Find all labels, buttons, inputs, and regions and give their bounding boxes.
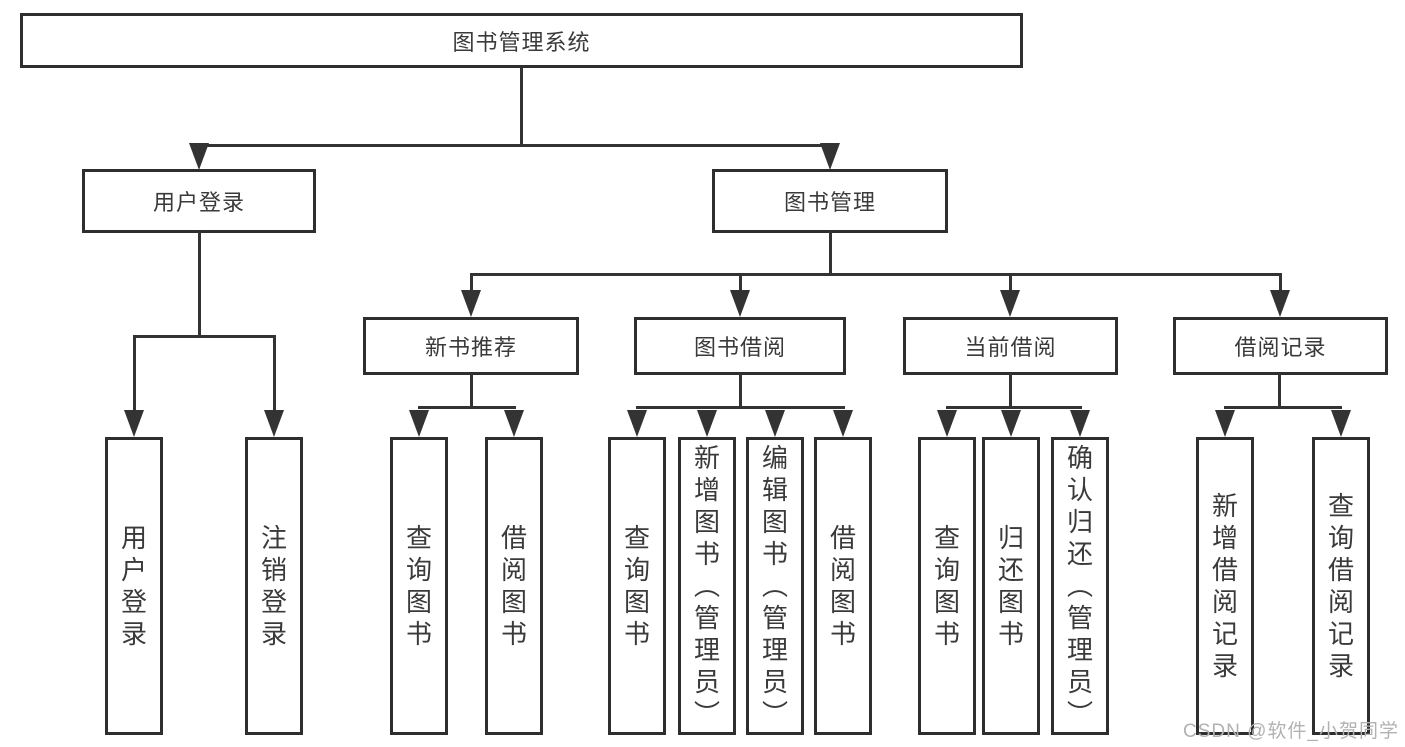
arrowhead	[1000, 290, 1020, 317]
arrowhead	[765, 410, 785, 437]
leaf-current-query-books: 查 询 图 书	[918, 437, 976, 735]
leaf-records-query-record: 查 询 借 阅 记 录	[1312, 437, 1370, 735]
leaf-current-confirm-return-admin: 确 认 归 还 ︵ 管 理 员 ︶	[1051, 437, 1109, 735]
node-user-login-branch: 用户登录	[82, 169, 316, 233]
arrowhead	[833, 410, 853, 437]
node-book-management: 图书管理	[712, 169, 948, 233]
arrowhead	[124, 410, 144, 437]
leaf-borrow-edit-books-admin: 编 辑 图 书 ︵ 管 理 员 ︶	[746, 437, 804, 735]
connector-line	[1009, 373, 1012, 408]
arrowhead	[409, 410, 429, 437]
node-borrow-records: 借阅记录	[1173, 317, 1388, 375]
arrowhead	[1215, 410, 1235, 437]
connector-line	[1009, 273, 1012, 293]
watermark: CSDN @软件_小贺同学	[1183, 721, 1399, 742]
leaf-records-add-record: 新 增 借 阅 记 录	[1196, 437, 1254, 735]
connector-line	[739, 373, 742, 408]
connector-line	[1224, 406, 1342, 409]
connector-line	[1278, 373, 1281, 408]
arrowhead	[820, 143, 840, 170]
connector-line	[198, 231, 201, 337]
connector-line	[520, 68, 523, 146]
leaf-current-return-books: 归 还 图 书	[982, 437, 1040, 735]
arrowhead	[627, 410, 647, 437]
arrowhead	[1331, 410, 1351, 437]
connector-line	[829, 231, 832, 276]
node-new-book-recommend: 新书推荐	[363, 317, 579, 375]
arrowhead	[697, 410, 717, 437]
arrowhead	[1001, 410, 1021, 437]
connector-line	[133, 335, 136, 413]
arrowhead	[1070, 410, 1090, 437]
leaf-recommend-query-books: 查 询 图 书	[390, 437, 448, 735]
connector-line	[946, 406, 1082, 409]
connector-line	[198, 144, 832, 147]
connector-line	[418, 406, 516, 409]
arrowhead	[264, 410, 284, 437]
connector-line	[1279, 273, 1282, 293]
arrowhead	[504, 410, 524, 437]
leaf-user-logout: 注 销 登 录	[245, 437, 303, 735]
connector-line	[470, 273, 473, 293]
connector-line	[470, 373, 473, 408]
leaf-user-login: 用 户 登 录	[105, 437, 163, 735]
arrowhead	[189, 143, 209, 170]
node-book-borrow: 图书借阅	[634, 317, 846, 375]
leaf-borrow-lend-books: 借 阅 图 书	[814, 437, 872, 735]
connector-line	[273, 335, 276, 413]
node-current-borrow: 当前借阅	[903, 317, 1118, 375]
connector-line	[636, 406, 845, 409]
arrowhead	[937, 410, 957, 437]
leaf-recommend-borrow-books: 借 阅 图 书	[485, 437, 543, 735]
leaf-borrow-query-books: 查 询 图 书	[608, 437, 666, 735]
arrowhead	[461, 290, 481, 317]
node-library-management-system: 图书管理系统	[20, 13, 1023, 68]
connector-line	[739, 273, 742, 293]
connector-line	[470, 273, 1282, 276]
arrowhead	[1270, 290, 1290, 317]
connector-line	[133, 335, 276, 338]
arrowhead	[730, 290, 750, 317]
leaf-borrow-add-books-admin: 新 增 图 书 ︵ 管 理 员 ︶	[678, 437, 736, 735]
